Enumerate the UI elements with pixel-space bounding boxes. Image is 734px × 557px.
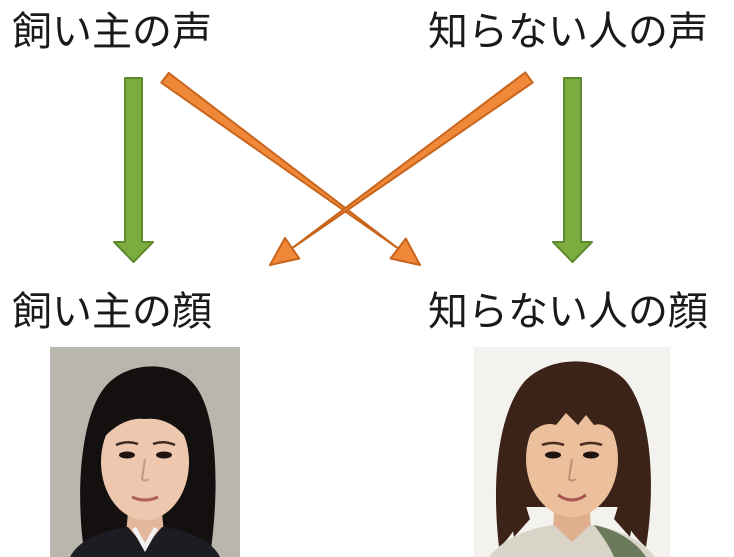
- owner-voice-label: 飼い主の声: [12, 9, 212, 55]
- arrow-owner-voice-to-stranger-face: [160, 71, 421, 266]
- stranger-voice-label: 知らない人の声: [428, 9, 708, 55]
- arrow-owner-voice-to-owner-face: [113, 77, 154, 263]
- owner-face-label: 飼い主の顔: [12, 289, 212, 335]
- stranger-face-photo: [474, 347, 670, 557]
- owner-face-photo: [50, 347, 240, 557]
- arrow-stranger-voice-to-stranger-face: [552, 77, 593, 263]
- arrow-stranger-voice-to-owner-face: [269, 71, 534, 266]
- stranger-face-label: 知らない人の顔: [428, 289, 708, 335]
